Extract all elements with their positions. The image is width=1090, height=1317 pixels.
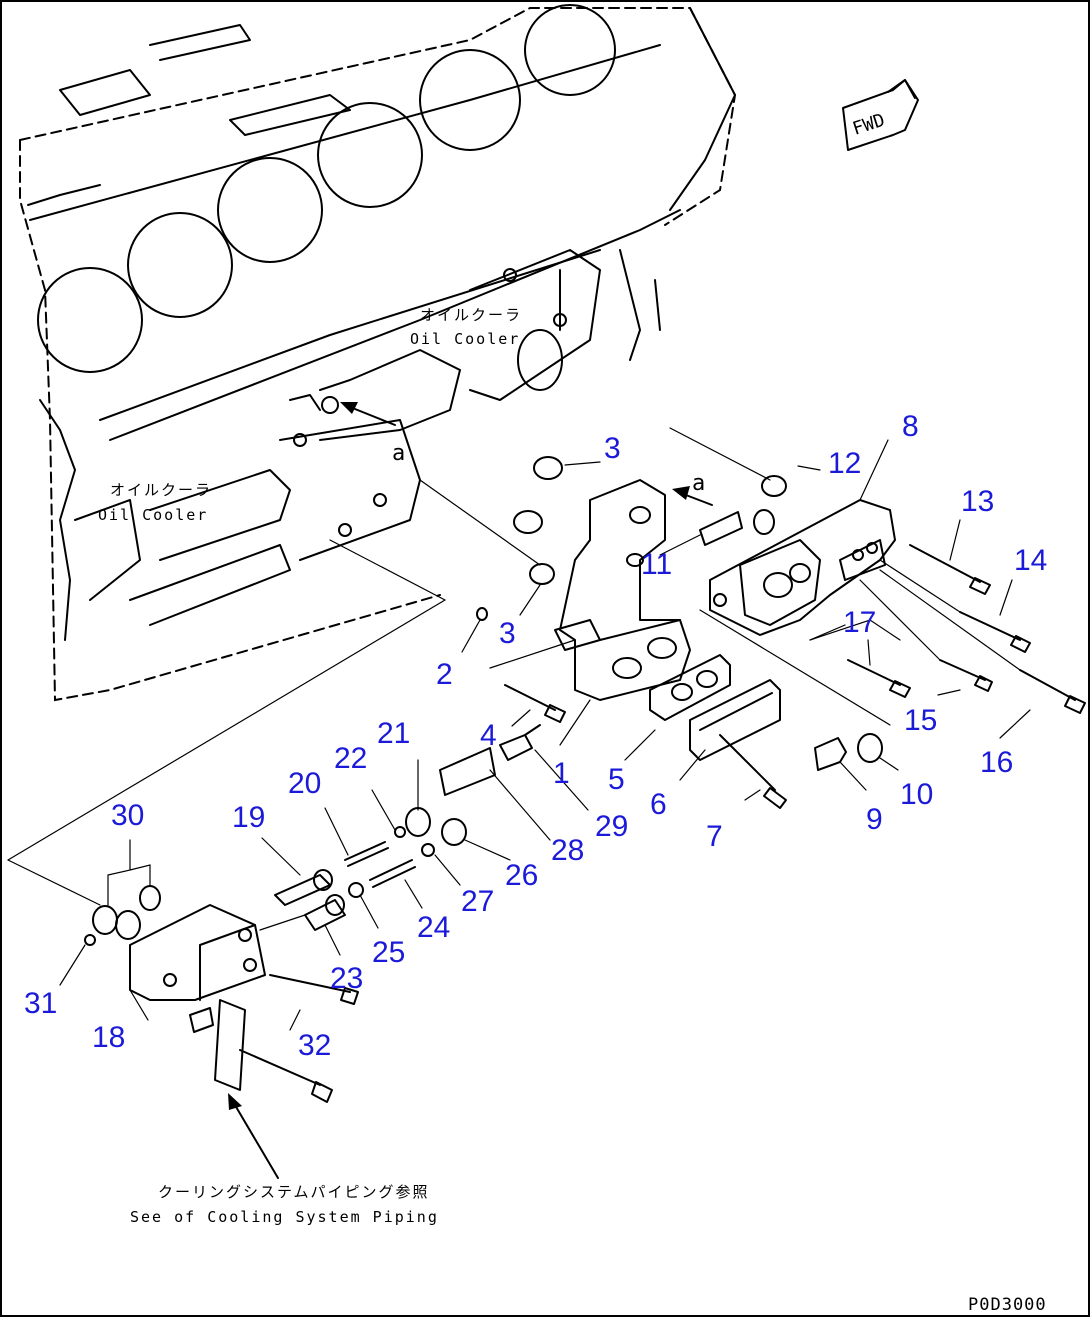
gasket: [649, 654, 731, 721]
callout-21: 21: [377, 717, 410, 750]
o-ring-3-lower: [529, 563, 555, 585]
bolt-32-upper: [269, 974, 351, 993]
callout-16: 16: [980, 746, 1013, 779]
oil-cooler-en-upper: Oil Cooler: [410, 330, 520, 348]
callout-27: 27: [461, 885, 494, 918]
bolt-16: [1019, 669, 1076, 701]
callout-10: 10: [900, 778, 933, 811]
oil-cooler-jp-upper: オイルクーラ: [420, 306, 522, 324]
mark-a-right: a: [692, 471, 705, 496]
callout-8: 8: [902, 410, 919, 443]
bracket-assembly: [554, 479, 691, 701]
callout-22: 22: [334, 742, 367, 775]
leader-lines: [59, 439, 1031, 1031]
o-ring-12: [761, 475, 787, 497]
callout-13: 13: [961, 485, 994, 518]
callout-32: 32: [298, 1029, 331, 1062]
svg-text:FWD: FWD: [850, 110, 887, 140]
callout-11: 11: [641, 548, 672, 581]
bolt-4: [504, 684, 556, 711]
mark-a-upper: a: [392, 441, 405, 466]
bolt-17: [847, 659, 901, 686]
callout-23: 23: [330, 962, 363, 995]
assembly-guide-lines: [7, 427, 891, 931]
valve-body-18: [84, 885, 266, 1033]
piping-arrow: [231, 1099, 279, 1179]
o-ring-11: [753, 509, 775, 535]
bolt-15: [939, 659, 986, 681]
plate: [214, 999, 246, 1091]
o-ring-2: [476, 607, 488, 621]
callout-9: 9: [866, 803, 883, 836]
piping-note-en: See of Cooling System Piping: [130, 1208, 439, 1226]
drawing-code: P0D3000: [968, 1295, 1047, 1315]
cover-plate: [689, 679, 781, 761]
bolt-14: [959, 611, 1021, 641]
o-ring-3-mid: [513, 510, 543, 534]
callout-14: 14: [1014, 544, 1047, 577]
bolt-13: [909, 544, 981, 583]
callout-6: 6: [650, 788, 667, 821]
o-ring-10: [857, 733, 883, 763]
valve-parts: [274, 724, 541, 931]
callout-24: 24: [417, 911, 450, 944]
callout-4: 4: [480, 719, 497, 752]
callout-7: 7: [706, 820, 723, 853]
callout-2: 2: [436, 658, 453, 691]
callout-18: 18: [92, 1021, 125, 1054]
callout-3-upper: 3: [604, 432, 621, 465]
bolt-7: [719, 734, 776, 791]
callout-5: 5: [608, 763, 625, 796]
callout-12: 12: [828, 447, 861, 480]
callout-1: 1: [553, 757, 570, 790]
callout-15: 15: [904, 704, 937, 737]
callout-28: 28: [551, 834, 584, 867]
engine-block: [19, 4, 737, 702]
o-ring-3-upper: [533, 456, 563, 480]
callout-labels: 1 2 3 3 4 5 6 7 8 9 10 11 12 13 14 15 16…: [24, 410, 1047, 1062]
callout-17: 17: [843, 606, 876, 639]
housing-8: [709, 499, 896, 636]
gasket-11: [699, 511, 743, 546]
callout-3-lower: 3: [499, 617, 516, 650]
callout-19: 19: [232, 801, 265, 834]
callout-26: 26: [505, 859, 538, 892]
oil-cooler-en-lower: Oil Cooler: [98, 506, 208, 524]
fwd-badge: FWD: [842, 79, 919, 151]
callout-29: 29: [595, 810, 628, 843]
piping-note-jp: クーリングシステムパイピング参照: [158, 1183, 430, 1201]
callout-20: 20: [288, 767, 321, 800]
callout-30: 30: [111, 799, 144, 832]
callout-25: 25: [372, 936, 405, 969]
plug-9: [814, 737, 847, 771]
oil-cooler-jp-lower: オイルクーラ: [110, 481, 212, 499]
callout-31: 31: [24, 987, 57, 1020]
